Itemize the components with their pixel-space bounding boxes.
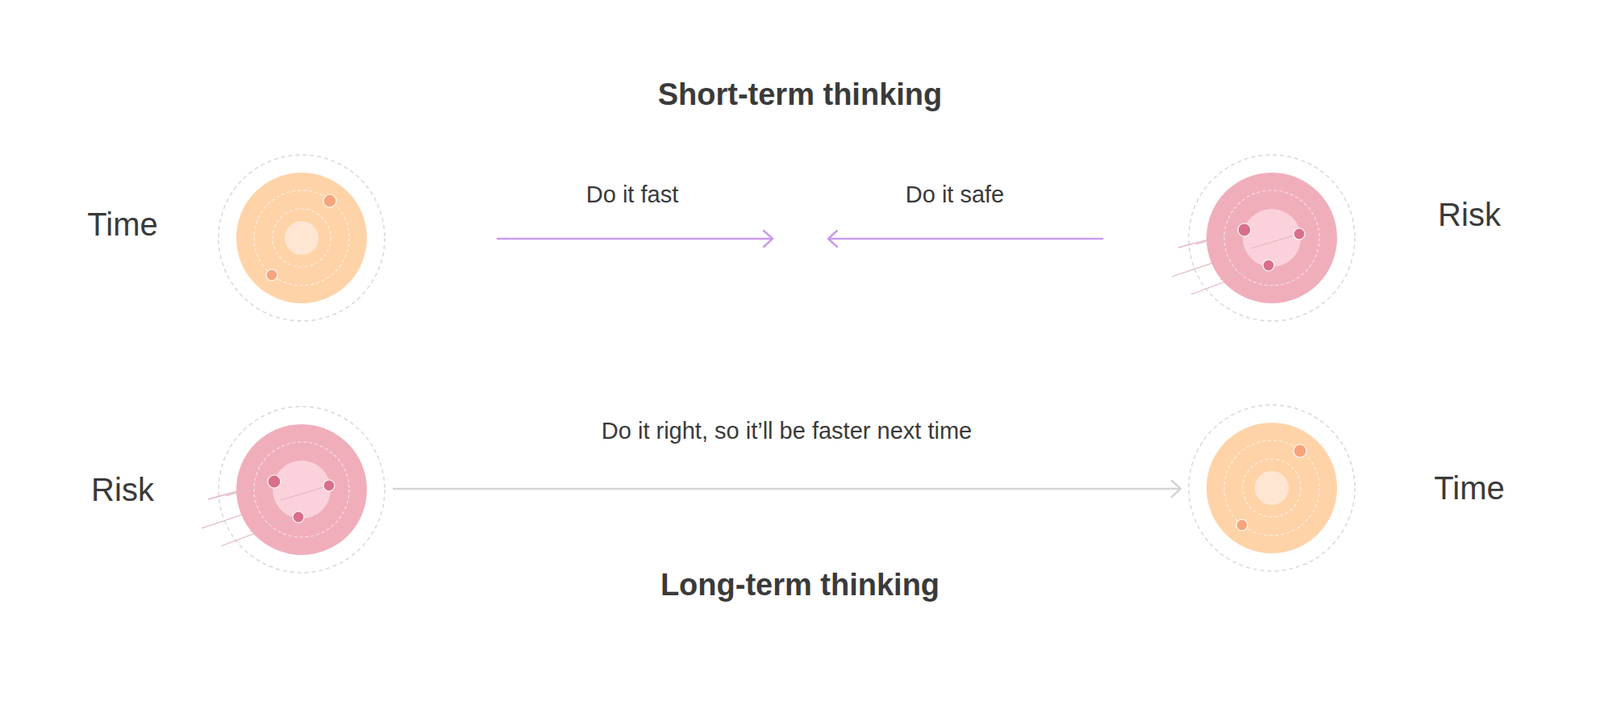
node-shape [1187, 403, 1357, 573]
orbit-dot [323, 479, 335, 492]
outer-ring [1188, 404, 1355, 571]
safe-arrow [828, 230, 1103, 247]
time-icon [1187, 403, 1357, 573]
node-label: Risk [1416, 196, 1522, 234]
title: Short-term thinking [0, 77, 1600, 113]
connector-line [392, 487, 1181, 491]
node-label: Time [70, 206, 175, 243]
node-shape [1187, 153, 1357, 323]
arrow-head [828, 230, 838, 247]
orbit-dot [1262, 259, 1275, 271]
time-icon [216, 153, 387, 323]
orbit-dot [1236, 519, 1248, 531]
node-label: Time [1416, 470, 1522, 507]
orbit-dot [1237, 223, 1251, 237]
core [272, 460, 331, 519]
arrow-label: Do it safe [753, 181, 1157, 209]
orbit [254, 190, 350, 286]
risk-node: Risk [1187, 153, 1522, 323]
time-node: Time [1187, 403, 1522, 573]
arrow-line [829, 237, 1103, 241]
trail-line [225, 481, 275, 496]
edge-label: Do it right, so it’ll be faster next tim… [596, 417, 977, 445]
core [284, 220, 319, 255]
time-disc [1206, 422, 1338, 554]
outer-ring [1188, 154, 1355, 321]
caption: Long-term thinking [0, 567, 1600, 603]
orbit-dot [266, 269, 278, 281]
trail-line [250, 516, 299, 532]
risk-icon [1187, 153, 1357, 323]
outer-ring [218, 406, 385, 573]
orbit [1242, 458, 1301, 517]
risk-icon [216, 404, 387, 575]
trail-line [280, 485, 330, 500]
risk-disc [1206, 172, 1338, 304]
orbit-dot [1293, 444, 1307, 458]
node-label: Risk [70, 471, 175, 509]
trail-line [1220, 265, 1269, 280]
time-node: Time [70, 153, 387, 323]
risk-node: Risk [70, 404, 387, 575]
orbit [272, 208, 331, 267]
trail-line [1250, 233, 1300, 249]
node-shape [216, 404, 387, 575]
orbit-dot [1293, 228, 1305, 240]
orbit-dot [267, 475, 281, 488]
fast-arrow [497, 230, 773, 247]
orbit [1224, 440, 1320, 536]
arrow-head [1171, 480, 1181, 497]
orbit [1224, 190, 1320, 286]
core [1254, 470, 1289, 505]
orbit [254, 441, 350, 538]
orbit-dot [292, 511, 305, 523]
node-shape [216, 153, 387, 323]
arrow-label: Do it fast [430, 181, 834, 209]
time-disc [236, 172, 367, 304]
arrow-line [497, 237, 772, 241]
arrow-head [763, 230, 773, 247]
core [1242, 208, 1301, 267]
trail-line [1195, 229, 1245, 245]
outer-ring [218, 154, 385, 321]
orbit-dot [323, 194, 337, 208]
risk-disc [236, 424, 367, 555]
connector-arrow [392, 480, 1181, 497]
